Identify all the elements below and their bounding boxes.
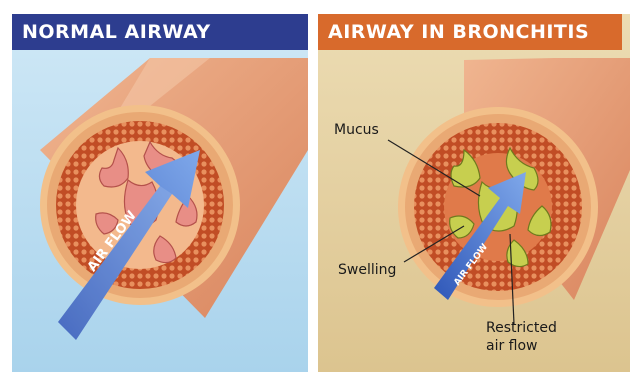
swelling-label: Swelling: [338, 262, 396, 279]
normal-airway-illustration: [0, 0, 308, 372]
bronchitis-airway-illustration: [314, 0, 630, 372]
normal-airway-panel: NORMAL AIRWAY AIR FLOW: [0, 0, 308, 372]
mucus-label: Mucus: [334, 122, 379, 139]
bronchitis-airway-title: AIRWAY IN BRONCHITIS: [318, 14, 622, 50]
bronchitis-airway-panel: AIRWAY IN BRONCHITIS Mucus Swelling Rest…: [314, 0, 630, 372]
normal-airway-title: NORMAL AIRWAY: [12, 14, 308, 50]
restricted-air-flow-label-line1: Restricted: [486, 320, 557, 337]
restricted-air-flow-label-line2: air flow: [486, 338, 538, 355]
